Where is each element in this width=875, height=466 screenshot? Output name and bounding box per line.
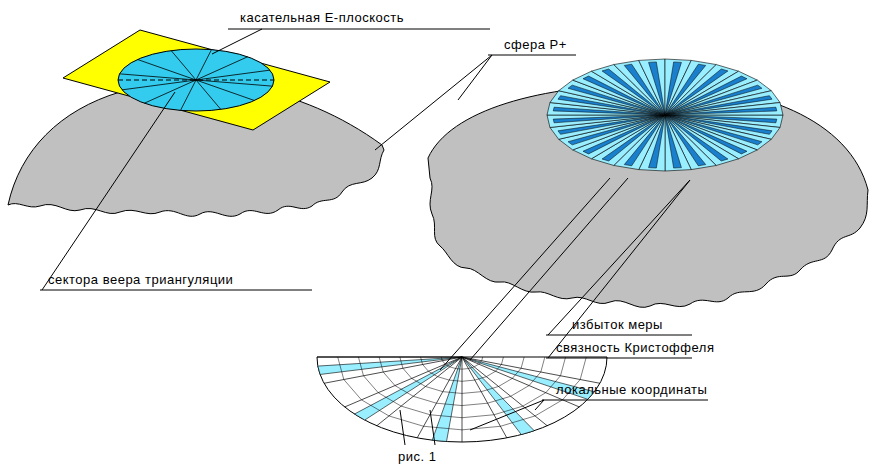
fan-sector [547, 115, 665, 127]
coordinate-line [482, 357, 483, 361]
coordinate-line [541, 357, 545, 372]
coordinate-line [462, 380, 475, 381]
coordinate-line [441, 357, 442, 361]
coordinate-line [501, 357, 503, 365]
fan-sector [639, 59, 665, 115]
coordinate-line [389, 416, 424, 426]
coordinate-line [462, 368, 468, 370]
coordinate-line [449, 380, 462, 381]
coordinate-line [425, 386, 442, 391]
fan-spoke [462, 357, 579, 407]
coordinate-line [430, 415, 462, 418]
coordinate-line [395, 386, 413, 397]
coordinate-line [344, 380, 362, 400]
fan-sector [665, 103, 783, 115]
coordinate-line [479, 361, 482, 364]
fan-spoke [196, 70, 270, 80]
coordinate-line [512, 368, 521, 378]
coordinate-line [442, 361, 445, 364]
fan-sector [665, 115, 691, 171]
sphere-fragment [428, 84, 868, 307]
callout-label: избыток меры [572, 317, 663, 332]
tangent-plane [63, 30, 330, 130]
coordinate-line [403, 368, 412, 378]
fan-sector [614, 60, 665, 115]
coordinate-line [378, 393, 401, 406]
measure-excess [665, 115, 681, 168]
coordinate-line [421, 357, 423, 365]
fan-spoke [181, 80, 196, 110]
fan-sector [665, 115, 716, 170]
coordinate-line [499, 378, 513, 386]
coordinate-line [363, 376, 378, 393]
figure-caption: рис. 1 [398, 449, 436, 464]
fan-spoke [120, 74, 196, 80]
coordinate-line [361, 400, 388, 416]
coordinate-line [423, 365, 429, 372]
measure-excess [649, 62, 665, 115]
coordinate-line [428, 371, 437, 376]
fan-spoke [196, 80, 221, 109]
fan-spoke [171, 51, 196, 80]
coordinate-line [379, 357, 383, 372]
coordinate-line [438, 377, 450, 380]
dashed-axis [118, 80, 274, 81]
fan-disc [118, 49, 274, 111]
coordinate-line [358, 357, 363, 376]
coordinate-line [486, 371, 495, 376]
callout-label: сфера Р+ [504, 37, 567, 52]
fan-spoke [462, 357, 600, 383]
coordinate-line [529, 372, 541, 386]
coordinate-line [462, 426, 500, 430]
coordinate-line [450, 367, 456, 369]
triangulation-fan [547, 59, 783, 171]
fan-spoke [462, 357, 463, 442]
coordinate-line [436, 403, 462, 405]
measure-excess [665, 107, 777, 115]
fan-sector [550, 115, 665, 139]
coordinate-line [474, 364, 479, 367]
coordinate-line [521, 357, 524, 368]
coordinate-line [511, 386, 529, 397]
leader-lines [40, 29, 708, 445]
fan-sector [318, 357, 462, 374]
coordinate-line [401, 406, 430, 415]
coordinate-line [445, 364, 450, 367]
coordinate-line [475, 377, 487, 380]
fan-sector [432, 357, 462, 442]
coordinate-line [481, 386, 498, 391]
coordinate-line [413, 396, 436, 403]
coordinate-line [468, 367, 474, 369]
fan-spoke [417, 357, 462, 438]
coordinate-line [424, 426, 462, 430]
coordinate-line [443, 392, 462, 394]
fan-spoke [122, 80, 196, 90]
coordinate-line [561, 357, 566, 376]
fan-spoke [196, 80, 272, 86]
measure-excess [553, 115, 665, 123]
coordinate-line [580, 357, 586, 380]
fan-spoke [196, 50, 211, 80]
coordinate-line [462, 392, 481, 394]
coordinate-line [338, 357, 344, 380]
coordinate-line [462, 415, 494, 418]
coordinate-line [400, 357, 403, 368]
callout-label: локальные координаты [556, 382, 707, 397]
coordinate-line [496, 365, 502, 372]
fan-sector [665, 91, 780, 115]
coordinate-line [412, 378, 426, 386]
coordinate-line [383, 372, 395, 386]
fan-spoke [317, 357, 462, 358]
coordinate-line [456, 368, 462, 370]
callout-label: касательная Е-плоскость [240, 10, 404, 25]
coordinate-line [500, 416, 535, 426]
coordinate-line [462, 403, 488, 405]
coordinate-line [488, 396, 511, 403]
callout-label: связность Кристоффеля [556, 340, 714, 355]
callout-label: сектора веера триангуляции [48, 272, 233, 287]
